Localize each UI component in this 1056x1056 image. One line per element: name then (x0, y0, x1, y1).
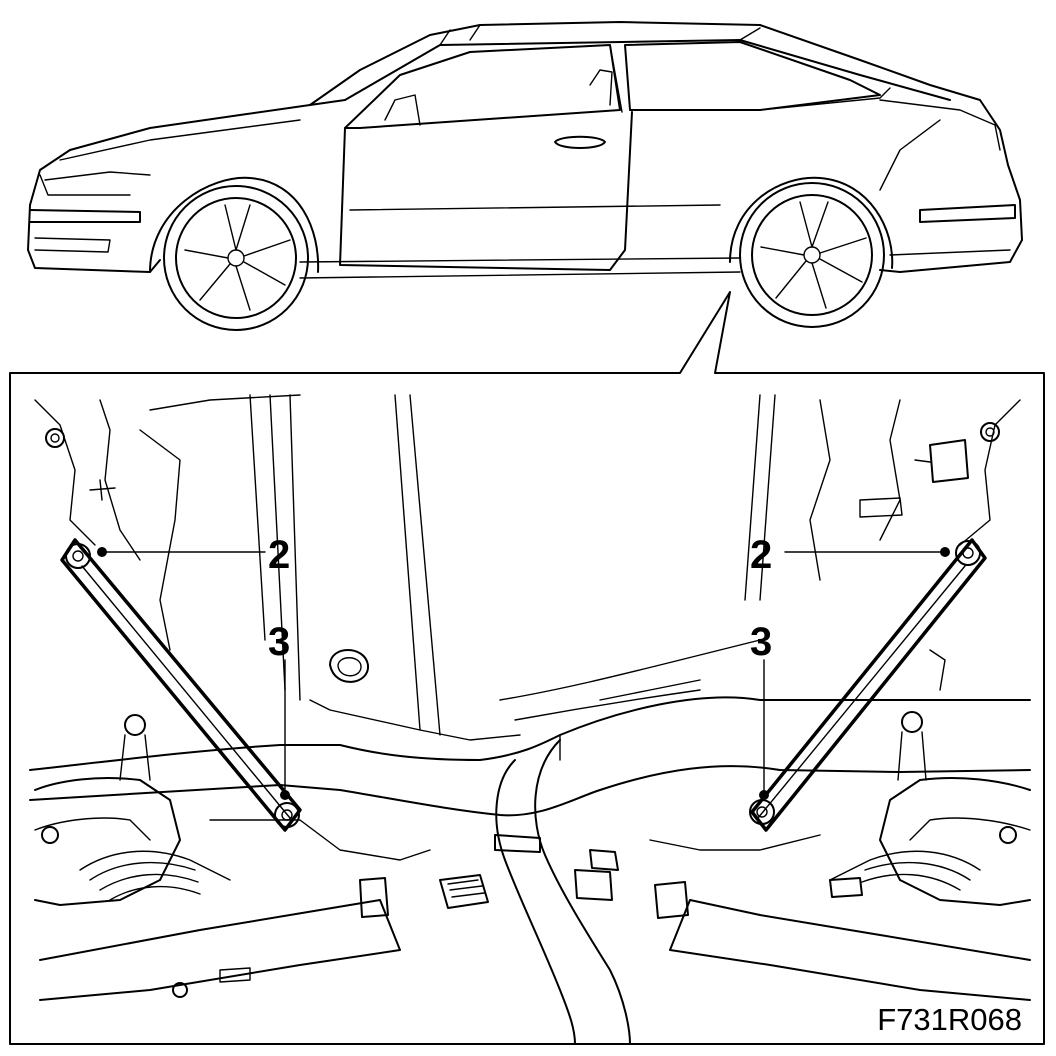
right-brace (749, 538, 987, 832)
detail-inset-frame (9, 291, 1045, 1045)
callout-left-3: 3 (268, 620, 290, 664)
callout-right-2: 2 (750, 533, 772, 577)
underbody-detail (29, 394, 1031, 1045)
left-brace (60, 538, 302, 832)
callout-left-2: 2 (268, 533, 290, 577)
figure-code: F731R068 (877, 1002, 1022, 1037)
front-wheel (149, 176, 320, 331)
callout-leaders (97, 547, 950, 800)
car-side-view (27, 21, 1023, 331)
rear-wheel (729, 176, 894, 328)
callout-right-3: 3 (750, 620, 772, 664)
